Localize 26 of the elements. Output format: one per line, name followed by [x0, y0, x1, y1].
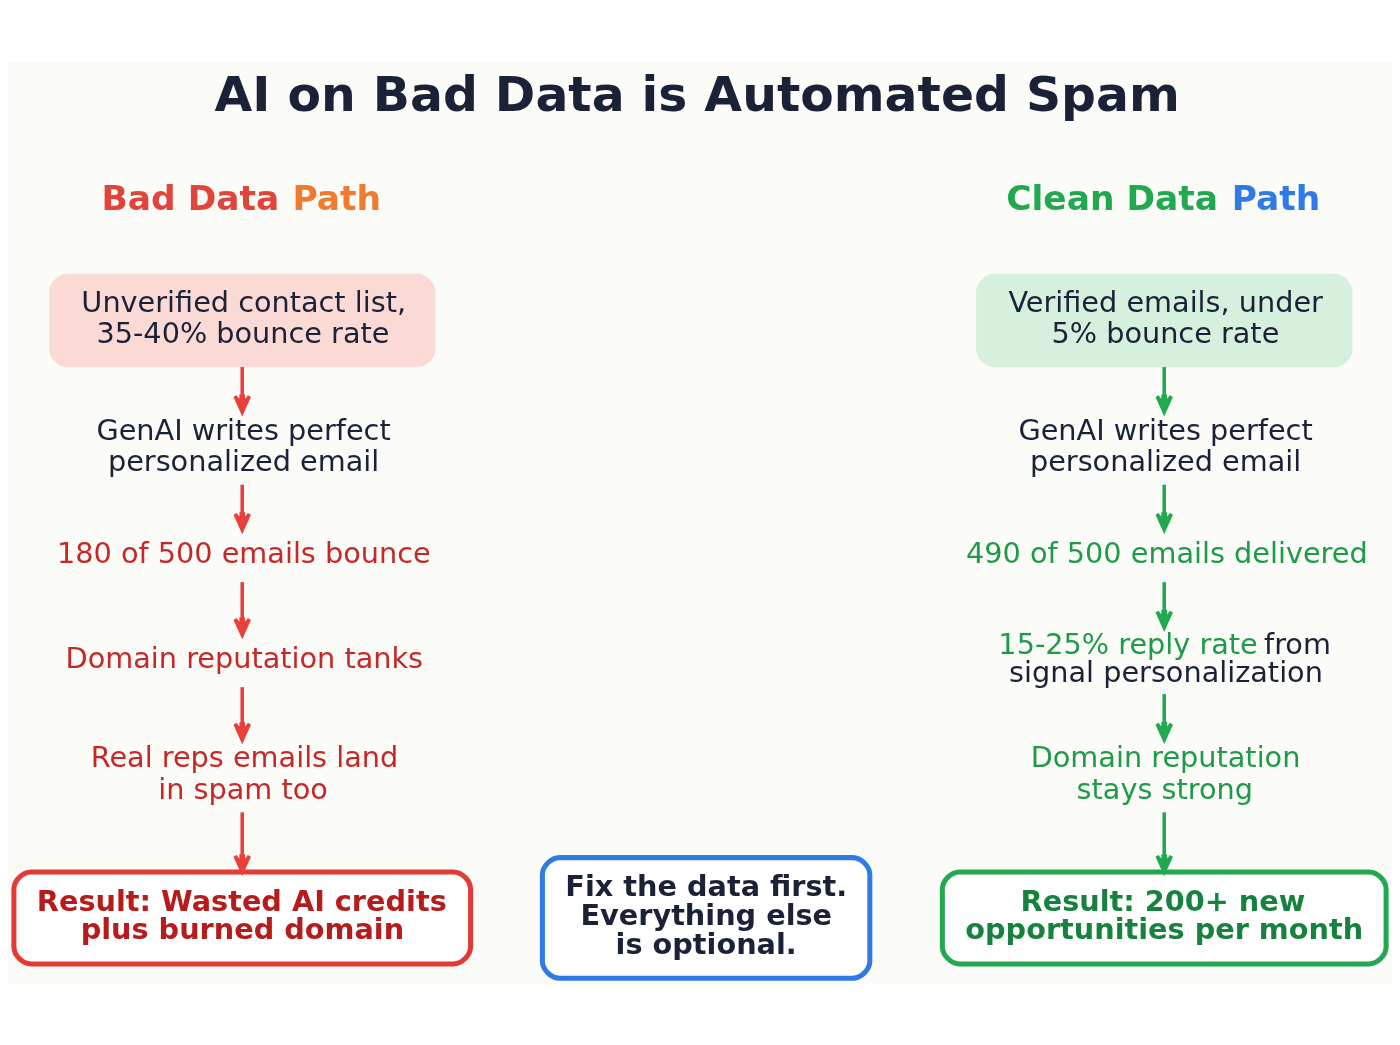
- node-box: Result: Wasted AI credits plus burned domain: [11, 868, 474, 966]
- arrow: [1155, 366, 1174, 414]
- arrow: [233, 686, 252, 742]
- diagram-title: AI on Bad Data is Automated Spam: [214, 65, 1180, 123]
- arrow: [1155, 581, 1174, 629]
- label: Clean Data Path: [1006, 177, 1321, 218]
- node-text: 15-25% reply rate from signal personalization: [998, 626, 1331, 689]
- arrow: [1155, 811, 1174, 874]
- node-text: Domain reputation stays strong: [1030, 739, 1301, 806]
- node-text: GenAI writes perfect personalized email: [1018, 412, 1313, 478]
- arrow: [1155, 693, 1174, 741]
- node-text: Real reps emails land in spam too: [90, 739, 399, 806]
- arrow: [233, 581, 252, 637]
- node-box: Fix the data first. Everything else is optional.: [539, 854, 873, 981]
- node-box: Unverified contact list, 35-40% bounce rate: [49, 273, 436, 367]
- arrow: [1155, 484, 1174, 532]
- node-text: 180 of 500 emails bounce: [56, 535, 431, 570]
- arrow: [233, 484, 252, 532]
- node-text: GenAI writes perfect personalized email: [96, 412, 391, 478]
- arrow: [233, 811, 252, 874]
- node-text: Domain reputation tanks: [65, 640, 424, 675]
- node-text: 490 of 500 emails delivered: [966, 535, 1368, 570]
- label: Bad Data Path: [101, 177, 382, 218]
- node-box: Result: 200+ new opportunities per month: [939, 868, 1389, 966]
- arrow: [233, 366, 252, 414]
- node-box: Verified emails, under 5% bounce rate: [976, 273, 1353, 367]
